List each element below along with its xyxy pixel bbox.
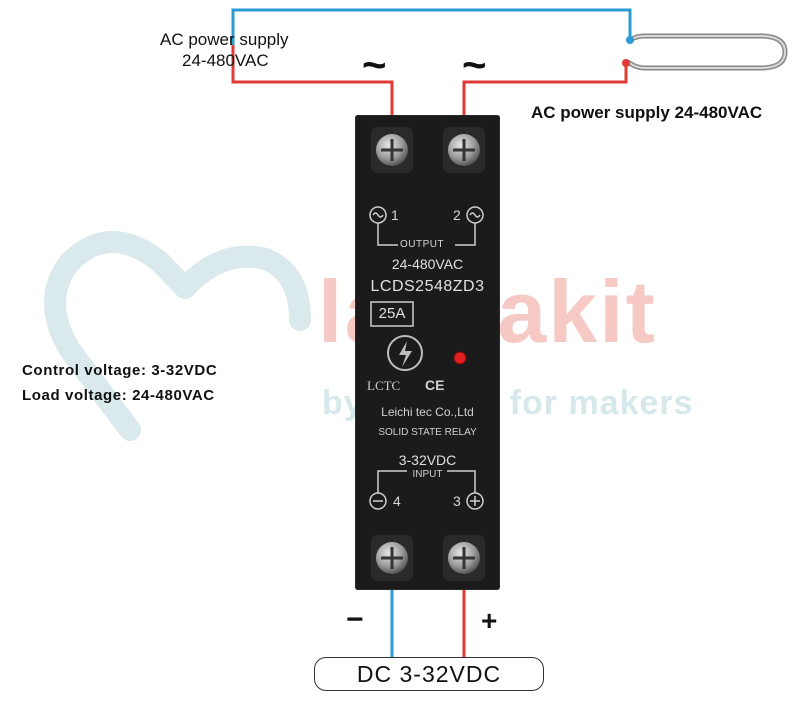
solid-state-relay: 1 2 OUTPUT 24-480VAC LCDS2548ZD3 25A LCT… — [355, 115, 500, 590]
load-voltage-spec: Load voltage: 24-480VAC — [22, 387, 215, 404]
tilde-right: ~ — [462, 41, 487, 88]
output-bracket — [369, 206, 484, 246]
control-voltage-spec: Control voltage: 3-32VDC — [22, 362, 218, 379]
terminal-screw-1 — [371, 127, 413, 173]
dc-plus-sign: + — [481, 605, 498, 636]
dc-minus-sign: − — [346, 603, 364, 636]
company-name: Leichi tec Co.,Ltd — [381, 405, 474, 419]
red-left-supply-wire — [231, 45, 394, 118]
terminal-screw-4 — [371, 535, 413, 581]
model-number: LCDS2548ZD3 — [370, 278, 485, 295]
top-left-supply-line2: 24-480VAC — [182, 51, 269, 70]
load-heater-element — [622, 33, 788, 71]
input-label: INPUT — [412, 469, 443, 480]
terminal-1-label: 1 — [391, 207, 399, 223]
dc-supply-box: DC 3-32VDC — [314, 657, 544, 691]
dc-supply-label: DC 3-32VDC — [356, 660, 502, 687]
terminal-4-label: 4 — [393, 493, 401, 509]
ce-mark: CE — [425, 377, 445, 393]
terminal-screw-2 — [443, 127, 485, 173]
terminal-screw-3 — [443, 535, 485, 581]
current-rating: 25A — [378, 305, 406, 322]
blue-supply-wire — [231, 8, 632, 45]
brand-name: LCTC — [367, 378, 401, 393]
red-right-supply-wire — [462, 62, 628, 118]
current-rating-box — [370, 301, 414, 327]
input-bracket — [369, 470, 484, 510]
output-label: OUTPUT — [400, 239, 445, 250]
relay-type: SOLID STATE RELAY — [378, 427, 477, 438]
terminal-2-label: 2 — [453, 207, 461, 223]
heart-logo-watermark — [44, 231, 311, 441]
brand-logo-icon — [387, 335, 423, 371]
top-left-supply-line1: AC power supply — [160, 30, 289, 49]
top-right-supply-label: AC power supply 24-480VAC — [531, 103, 763, 122]
status-led — [453, 351, 467, 365]
tilde-left: ~ — [362, 41, 387, 88]
terminal-3-label: 3 — [453, 493, 461, 509]
input-voltage: 3-32VDC — [398, 452, 457, 468]
output-voltage: 24-480VAC — [391, 256, 464, 272]
